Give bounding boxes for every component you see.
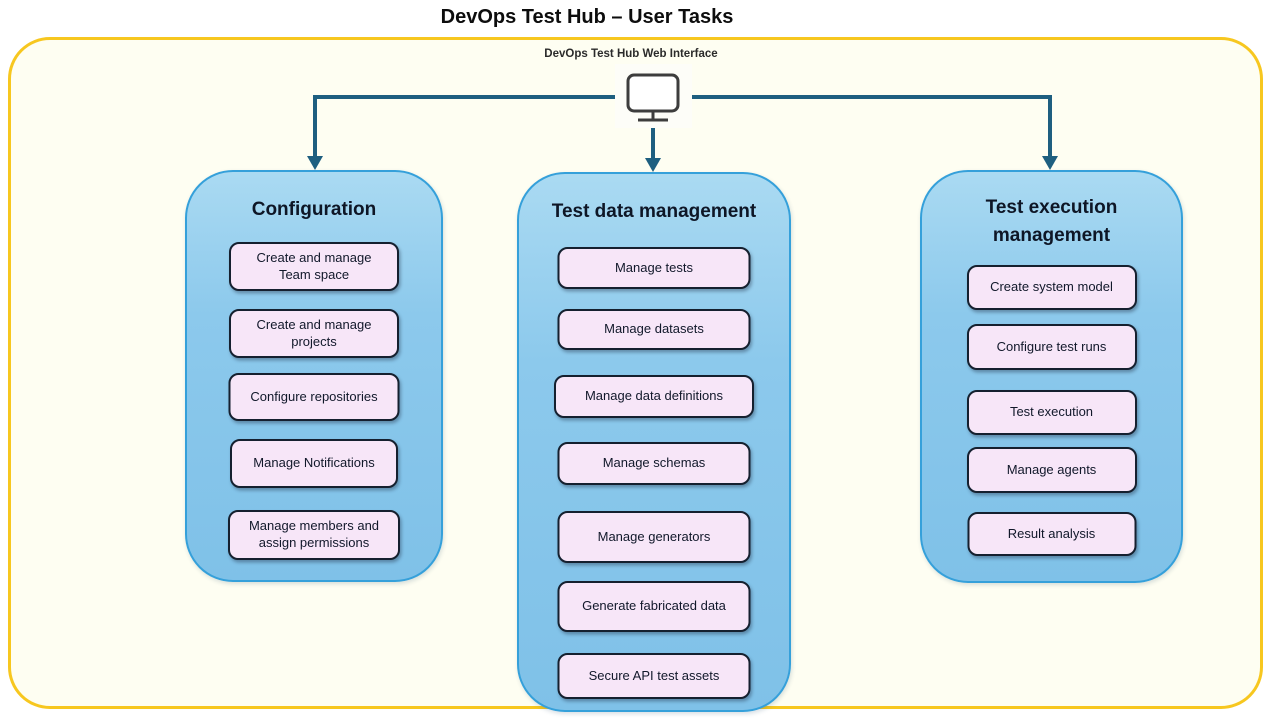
task-manage-data-definitions: Manage data definitions xyxy=(554,375,754,418)
column-test-execution-management: Test execution management Create system … xyxy=(920,170,1183,583)
task-manage-schemas: Manage schemas xyxy=(557,442,751,485)
task-create-and-manage-projects: Create and manage projects xyxy=(229,309,399,358)
web-interface-label: DevOps Test Hub Web Interface xyxy=(544,48,718,60)
task-manage-members-assign-permissions: Manage members and assign permissions xyxy=(228,510,400,560)
task-create-and-manage-team-space: Create and manage Team space xyxy=(229,242,399,291)
task-configure-repositories: Configure repositories xyxy=(228,373,400,421)
task-secure-api-test-assets: Secure API test assets xyxy=(557,653,751,699)
page-title: DevOps Test Hub – User Tasks xyxy=(440,6,734,28)
task-manage-generators: Manage generators xyxy=(557,511,751,563)
task-create-system-model: Create system model xyxy=(966,265,1137,310)
task-configure-test-runs: Configure test runs xyxy=(966,324,1137,370)
column-configuration-title: Configuration xyxy=(251,199,377,220)
task-manage-tests: Manage tests xyxy=(557,247,751,289)
task-test-execution: Test execution xyxy=(966,390,1137,435)
task-manage-datasets: Manage datasets xyxy=(557,309,751,350)
task-generate-fabricated-data: Generate fabricated data xyxy=(557,581,751,632)
column-configuration: Configuration Create and manage Team spa… xyxy=(185,170,443,582)
task-manage-agents: Manage agents xyxy=(966,447,1137,493)
column-test-data-management: Test data management Manage tests Manage… xyxy=(517,172,791,712)
task-result-analysis: Result analysis xyxy=(967,512,1136,556)
column-test-data-management-title: Test data management xyxy=(551,201,757,222)
column-test-execution-management-title: Test execution management xyxy=(985,197,1118,246)
task-manage-notifications: Manage Notifications xyxy=(230,439,398,488)
